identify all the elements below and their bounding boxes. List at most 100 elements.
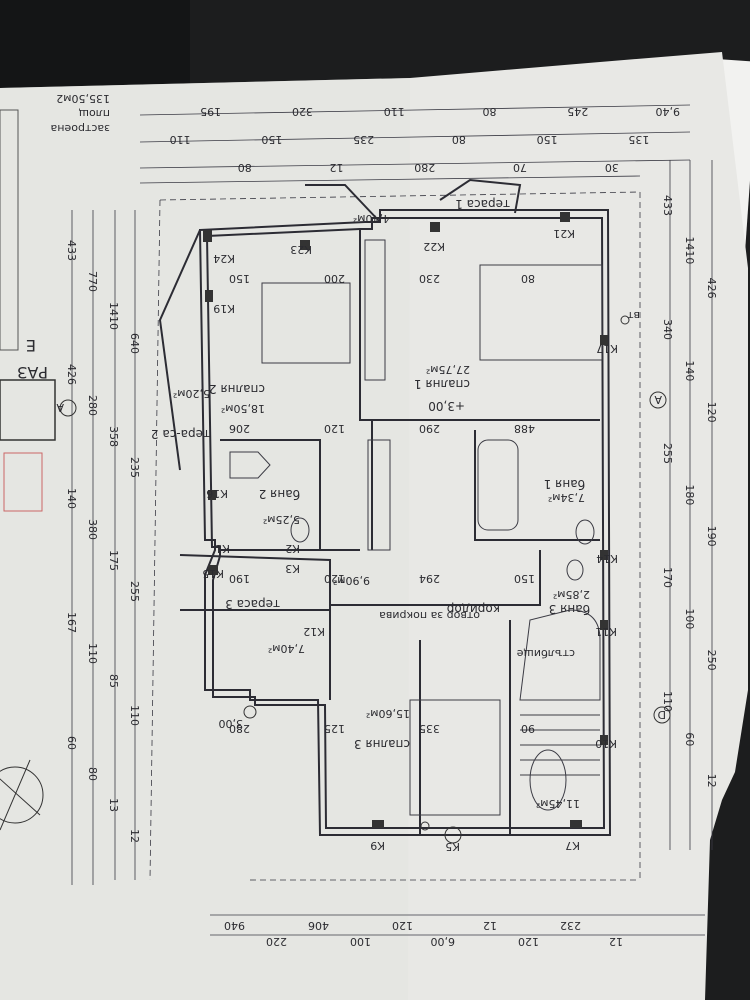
column-tag: К1 bbox=[215, 542, 230, 555]
dimension-label-right: 255 bbox=[661, 443, 674, 464]
room-bath3-area: 2,85м² bbox=[553, 588, 590, 601]
room-corridor-area: 9,90м² bbox=[333, 574, 370, 587]
room-bedroom3-name: спалня 3 bbox=[354, 737, 410, 751]
room-bath2-name: баня 2 bbox=[259, 487, 300, 501]
dimension-label-left: 433 bbox=[65, 240, 78, 261]
dimension-label-top: 80 bbox=[452, 133, 466, 146]
toilet-bath3 bbox=[566, 559, 584, 581]
level-300-label: 3,00 bbox=[219, 717, 244, 730]
dimension-label-interior: 125 bbox=[324, 722, 345, 735]
furniture bbox=[229, 239, 603, 816]
room-terrace1-area: 4,40м² bbox=[353, 212, 390, 225]
dimension-labels-right: 4331410426340140120255180190170100250110… bbox=[661, 195, 718, 788]
dimension-label-bottom: 12 bbox=[609, 935, 623, 948]
dimension-label-top: 80 bbox=[482, 105, 496, 118]
dimension-label-right: 426 bbox=[705, 278, 718, 299]
column-tag: К10 bbox=[595, 737, 617, 750]
dimension-label-left: 255 bbox=[128, 581, 141, 602]
dimension-label-interior: 200 bbox=[324, 272, 345, 285]
dimension-label-right: 120 bbox=[705, 402, 718, 423]
dimension-label-top: 135 bbox=[628, 133, 649, 146]
column-tag: К22 bbox=[423, 240, 445, 253]
column-tag: К15 bbox=[202, 567, 224, 580]
dimension-label-right: 12 bbox=[705, 774, 718, 788]
dimension-label-left: 110 bbox=[128, 705, 141, 726]
dimension-label-interior: 120 bbox=[324, 422, 345, 435]
toilet-bath2 bbox=[290, 517, 310, 543]
room-bath3-name: баня 3 bbox=[549, 602, 590, 616]
wardrobe-2 bbox=[364, 239, 386, 381]
title-line2: площ bbox=[79, 107, 110, 120]
dimension-label-right: 60 bbox=[683, 732, 696, 746]
dimension-label-interior: 190 bbox=[229, 572, 250, 585]
dimension-label-left: 426 bbox=[65, 364, 78, 385]
staircase bbox=[519, 609, 601, 701]
room-stairs-name: стълбище bbox=[516, 647, 575, 660]
bed-bedroom1 bbox=[479, 264, 603, 361]
dimension-label-top: 195 bbox=[200, 105, 221, 118]
dark-background bbox=[0, 0, 190, 95]
column-tag: К14 bbox=[596, 552, 618, 565]
dimension-label-interior: 488 bbox=[514, 422, 535, 435]
dimension-label-interior: 90 bbox=[521, 722, 535, 735]
dimension-label-left: 640 bbox=[128, 333, 141, 354]
dimension-label-top: 280 bbox=[414, 161, 435, 174]
title-line3: 135,50м2 bbox=[56, 92, 110, 105]
bed-bedroom3 bbox=[409, 699, 501, 816]
dimension-label-right: 170 bbox=[661, 567, 674, 588]
column-tag: К9 bbox=[370, 839, 385, 852]
bed-bedroom2 bbox=[261, 282, 351, 364]
column-tag: К3 bbox=[285, 562, 300, 575]
dimension-label-top: 320 bbox=[292, 105, 313, 118]
section-label-letter: Е bbox=[26, 336, 36, 355]
dimension-label-bottom: 406 bbox=[308, 919, 329, 932]
dimension-label-left: 358 bbox=[107, 426, 120, 447]
dimension-label-bottom: 120 bbox=[392, 919, 413, 932]
dimension-label-interior: 80 bbox=[521, 272, 535, 285]
room-bath1-area: 7,34м² bbox=[548, 491, 585, 504]
room-bedroom2-area: 18,50м² bbox=[221, 402, 265, 415]
left-title-box bbox=[0, 109, 19, 351]
shower-bath2 bbox=[229, 451, 271, 479]
wardrobe bbox=[367, 439, 391, 551]
dimension-label-top: 9,40 bbox=[656, 105, 681, 118]
dimension-label-bottom: 940 bbox=[224, 919, 245, 932]
dimension-label-interior: 335 bbox=[419, 722, 440, 735]
stair-landing bbox=[529, 749, 567, 811]
dimension-label-top: 150 bbox=[537, 133, 558, 146]
dimension-label-left: 235 bbox=[128, 457, 141, 478]
section-label: РАЗ Е bbox=[17, 336, 48, 382]
room-labels: спалня 1 27,75м² +3,00 спалня 2 18,50м² … bbox=[56, 197, 666, 810]
dimension-labels-top: 9,40135302451507080802801102351232015080… bbox=[170, 105, 680, 174]
dimension-label-interior: 294 bbox=[419, 572, 440, 585]
dimension-label-right: 140 bbox=[683, 360, 696, 381]
column-tag: К7 bbox=[565, 839, 580, 852]
dimension-label-bottom: 220 bbox=[266, 935, 287, 948]
column-tag: К12 bbox=[303, 625, 325, 638]
dimension-label-interior: 150 bbox=[229, 272, 250, 285]
dimension-label-right: 250 bbox=[705, 650, 718, 671]
dimension-label-top: 70 bbox=[513, 161, 527, 174]
dimension-label-left: 12 bbox=[128, 829, 141, 843]
dimension-label-interior: 290 bbox=[419, 422, 440, 435]
room-terrace2-name: тера-са 2 bbox=[151, 427, 210, 441]
axis-markers bbox=[59, 315, 671, 844]
dimension-label-top: 235 bbox=[353, 133, 374, 146]
room-bedroom1-area: 27,75м² bbox=[426, 363, 470, 376]
dimension-label-bottom: 12 bbox=[483, 919, 497, 932]
dimension-label-right: 1410 bbox=[683, 236, 696, 264]
column-tag: К11 bbox=[595, 625, 617, 638]
axis-a-right: А bbox=[654, 393, 662, 406]
north-arrow bbox=[0, 759, 44, 831]
walls bbox=[158, 178, 612, 836]
column-tag: К19 bbox=[213, 302, 235, 315]
dimension-label-bottom: 120 bbox=[518, 935, 539, 948]
dimension-label-interior: 230 bbox=[419, 272, 440, 285]
room-bedroom1-level: +3,00 bbox=[428, 399, 465, 413]
title-block: застроена площ 135,50м2 bbox=[51, 92, 110, 135]
axis-d-right: D bbox=[658, 708, 666, 721]
dimension-label-top: 12 bbox=[330, 161, 344, 174]
dimension-label-left: 167 bbox=[65, 612, 78, 633]
